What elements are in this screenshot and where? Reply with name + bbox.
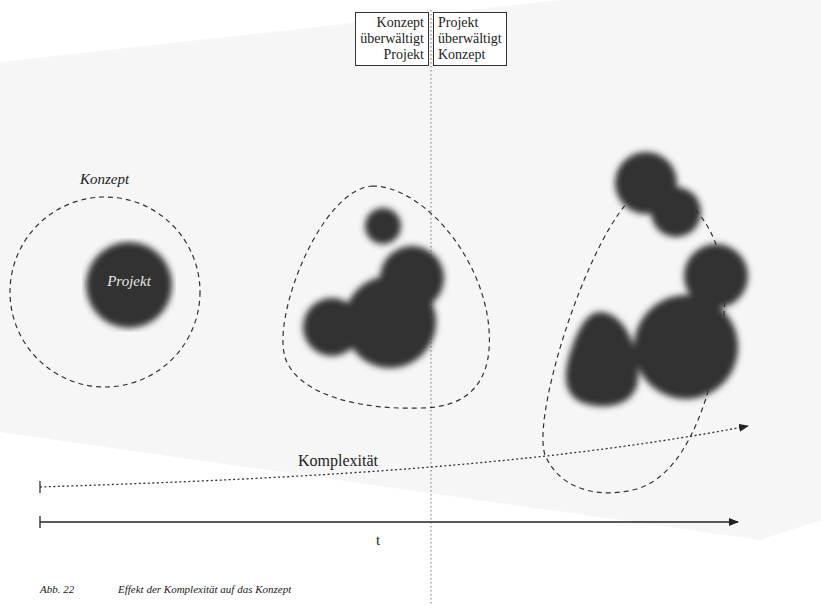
curve-label: Komplexität bbox=[296, 452, 380, 470]
concept-outline bbox=[283, 186, 489, 408]
statement-box: Projekt überwältigt Konzept bbox=[433, 12, 507, 66]
box-text: Projekt überwältigt Konzept bbox=[438, 15, 502, 63]
project-blobs bbox=[566, 152, 748, 406]
axis-start-tick bbox=[39, 516, 40, 528]
box-text: Konzept überwältigt Projekt bbox=[360, 15, 424, 63]
project-label: Projekt bbox=[107, 273, 151, 290]
project-blobs bbox=[303, 208, 444, 368]
background-band bbox=[0, 0, 821, 540]
curve-start-tick bbox=[39, 481, 40, 493]
figure-number: Abb. 22 bbox=[40, 583, 74, 595]
concept-label: Konzept bbox=[80, 170, 129, 188]
concept-circle: KonzeptProjekt bbox=[8, 170, 204, 392]
complexity-curve bbox=[40, 426, 748, 487]
statement-box: Konzept überwältigt Projekt bbox=[355, 12, 429, 66]
figure-caption: Effekt der Komplexität auf das Konzept bbox=[118, 583, 291, 595]
axis-label: t bbox=[376, 532, 380, 549]
time-axis bbox=[40, 521, 738, 522]
project-blob: Projekt bbox=[82, 238, 176, 332]
